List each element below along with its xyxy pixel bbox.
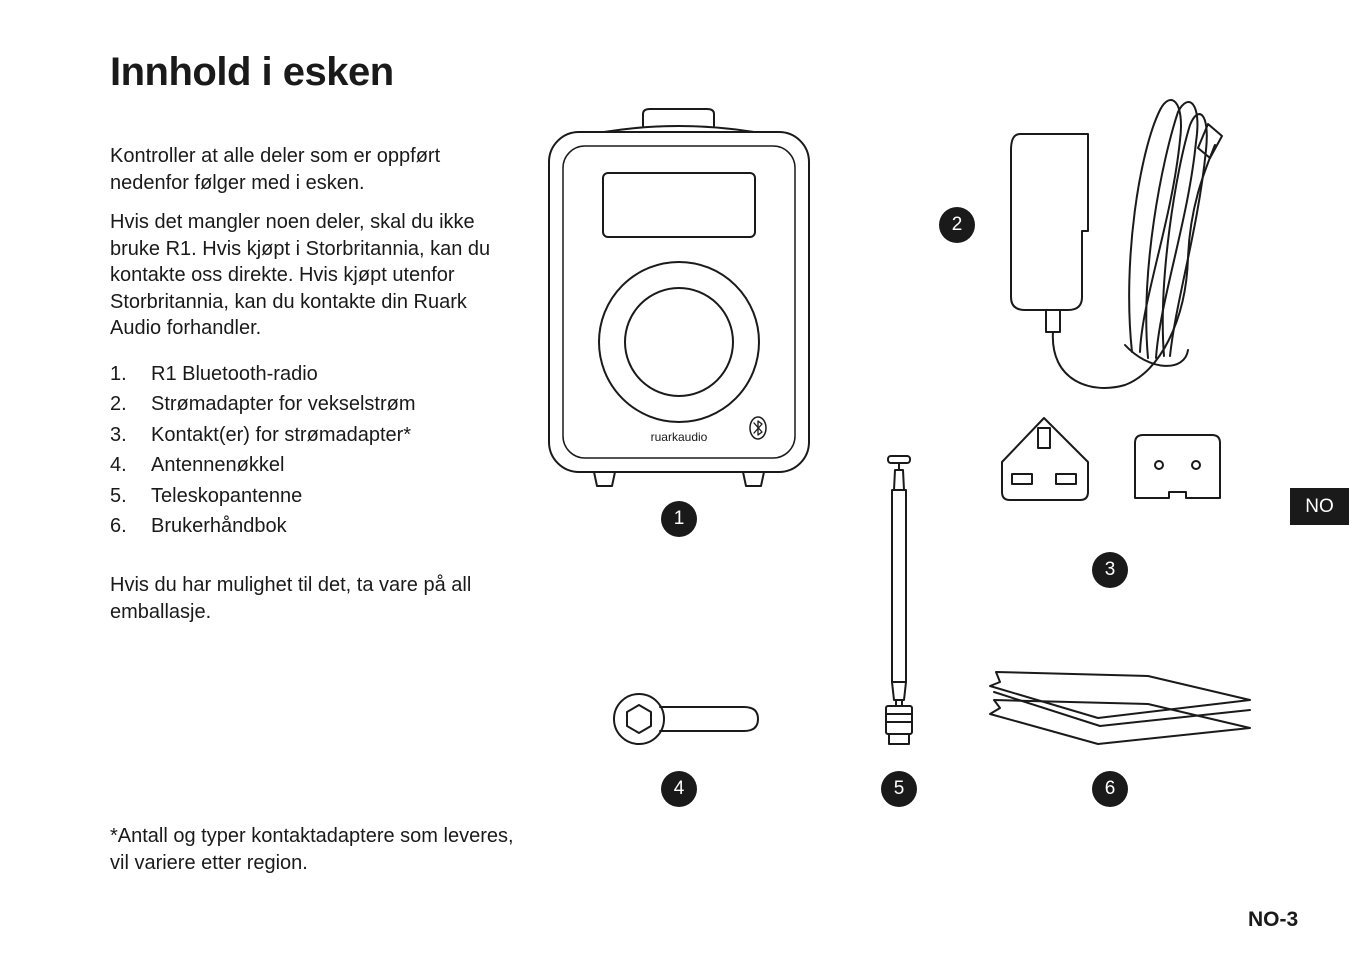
item-number: 6. xyxy=(110,515,127,538)
page-number: NO-3 xyxy=(1248,908,1299,931)
item-badge: 4 xyxy=(661,771,697,807)
list-item: 6. Brukerhåndbok xyxy=(110,511,510,542)
item-number: 2. xyxy=(110,393,127,416)
bluetooth-icon xyxy=(749,416,767,440)
item-number: 1. xyxy=(110,362,127,385)
list-item: 3. Kontakt(er) for strømadapter* xyxy=(110,420,510,451)
item-number: 3. xyxy=(110,423,127,446)
contents-list: 1. R1 Bluetooth-radio 2. Strømadapter for … xyxy=(110,359,510,543)
item-number: 5. xyxy=(110,484,127,507)
list-item: 1. R1 Bluetooth-radio xyxy=(110,359,510,390)
item-label: Kontakt(er) for strømadapter* xyxy=(151,423,412,446)
body-text: Kontroller at alle deler som er oppført … xyxy=(110,143,510,625)
item-badge: 3 xyxy=(1092,552,1128,588)
item-number: 4. xyxy=(110,454,127,477)
item-label: R1 Bluetooth-radio xyxy=(151,362,318,385)
plug-adapters-illustration xyxy=(1001,417,1221,501)
page-title: Innhold i esken xyxy=(110,50,394,94)
intro-paragraph: Kontroller at alle deler som er oppført … xyxy=(110,145,441,194)
telescopic-antenna-illustration xyxy=(885,455,913,745)
item-label: Brukerhåndbok xyxy=(151,515,287,538)
footnote: *Antall og typer kontaktadaptere som lev… xyxy=(110,825,514,874)
packaging-note: Hvis du har mulighet til det, ta vare på… xyxy=(110,574,472,623)
user-manual-illustration xyxy=(989,671,1251,745)
list-item: 2. Strømadapter for vekselstrøm xyxy=(110,389,510,420)
missing-parts-paragraph: Hvis det mangler noen deler, skal du ikk… xyxy=(110,211,491,339)
item-badge: 6 xyxy=(1092,771,1128,807)
power-adapter-illustration xyxy=(1010,99,1223,389)
radio-brand-label: ruarkaudio xyxy=(651,430,708,444)
item-badge: 1 xyxy=(661,501,697,537)
list-item: 4. Antennenøkkel xyxy=(110,450,510,481)
item-label: Strømadapter for vekselstrøm xyxy=(151,393,416,416)
item-label: Antennenøkkel xyxy=(151,454,285,477)
language-tab: NO xyxy=(1290,488,1349,525)
radio-illustration: ruarkaudio xyxy=(548,108,810,487)
item-label: Teleskopantenne xyxy=(151,484,303,507)
item-badge: 2 xyxy=(939,207,975,243)
list-item: 5. Teleskopantenne xyxy=(110,481,510,512)
antenna-key-illustration xyxy=(613,693,759,745)
item-badge: 5 xyxy=(881,771,917,807)
